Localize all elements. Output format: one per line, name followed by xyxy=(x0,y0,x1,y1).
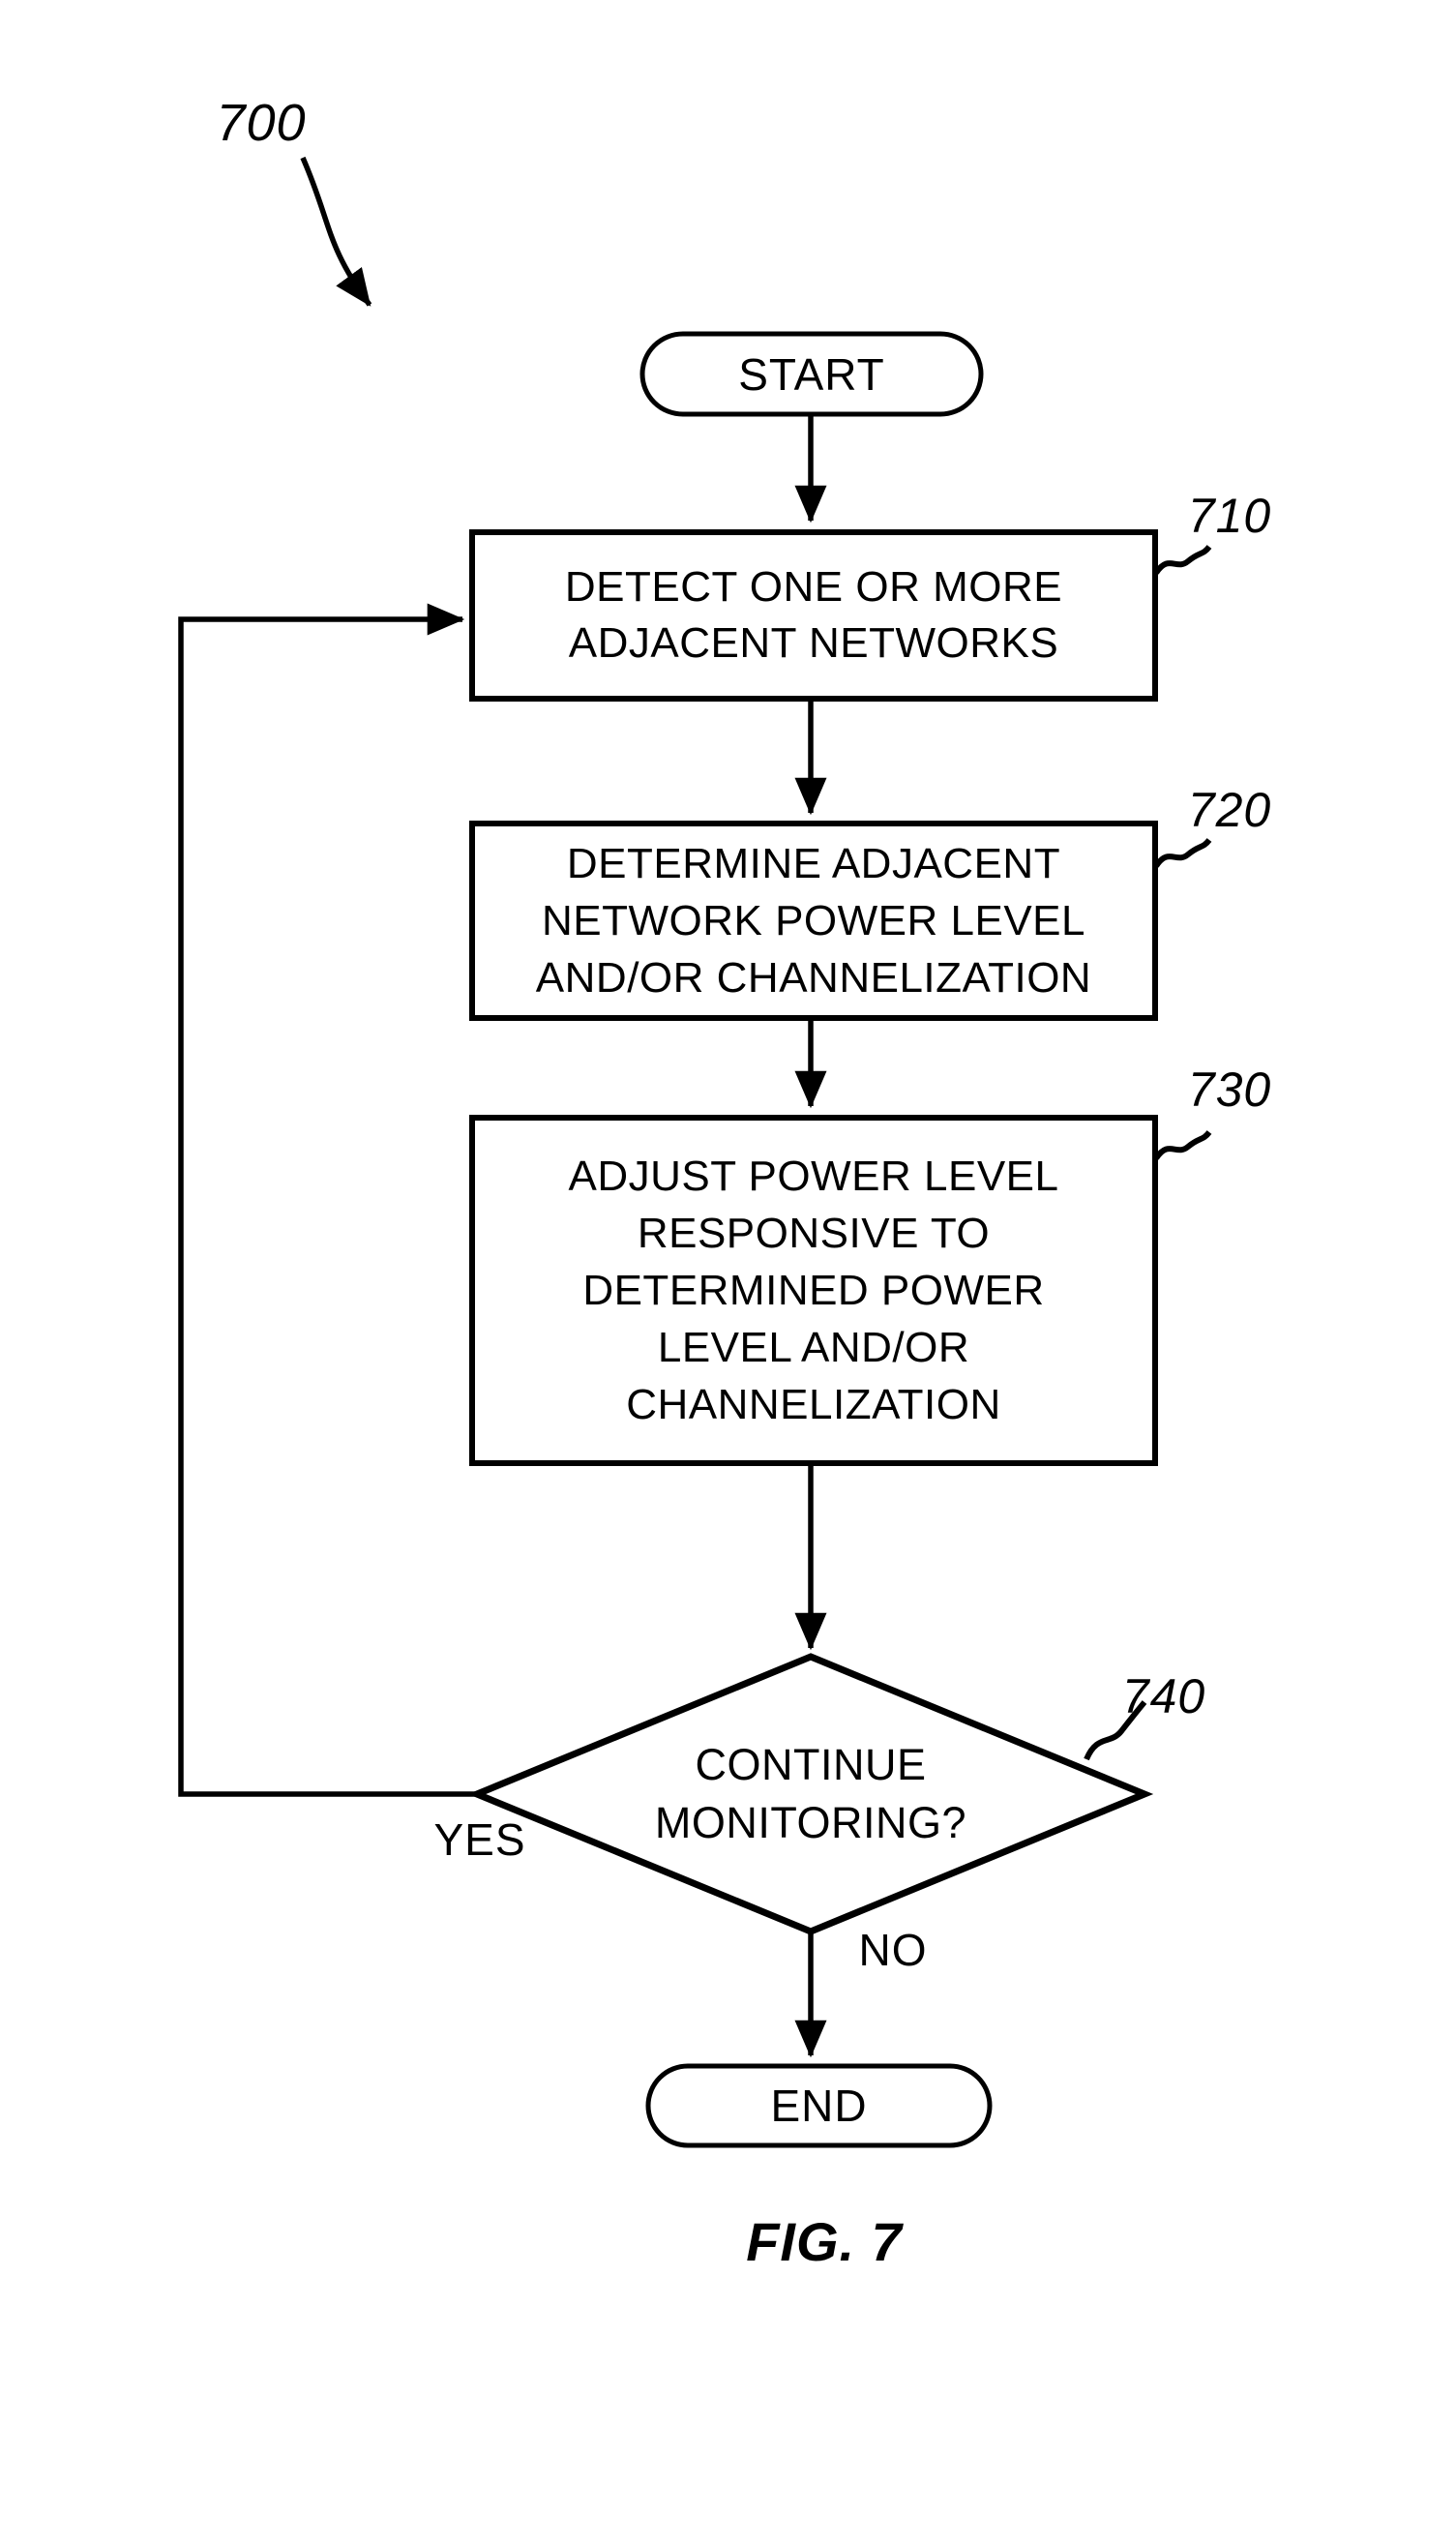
process-determine-line: AND/OR CHANNELIZATION xyxy=(535,954,1092,1002)
process-determine-shape xyxy=(469,821,1158,1021)
ref-connector-710 xyxy=(1153,545,1212,575)
process-determine-line: NETWORK POWER LEVEL xyxy=(541,897,1086,944)
terminator-end-label: END xyxy=(770,2081,868,2131)
branch-yes-label: YES xyxy=(433,1814,526,1865)
decision-continue-line: MONITORING? xyxy=(654,1798,967,1847)
process-adjust-line: DETERMINED POWER xyxy=(582,1267,1045,1314)
process-detect-text: DETECT ONE OR MORE ADJACENT NETWORKS xyxy=(472,532,1155,699)
figure-ref-700: 700 xyxy=(216,94,307,152)
arrow-yes-loop-to-detect xyxy=(178,603,477,1797)
branch-no-label: NO xyxy=(858,1925,928,1975)
process-detect-shape xyxy=(469,529,1158,702)
ref-label-720: 720 xyxy=(1187,783,1272,837)
ref-label-740: 740 xyxy=(1121,1669,1206,1723)
decision-continue-line: CONTINUE xyxy=(695,1740,927,1789)
ref-connector-730 xyxy=(1153,1130,1212,1160)
process-adjust-line: LEVEL AND/OR xyxy=(657,1324,970,1371)
process-adjust-text: ADJUST POWER LEVEL RESPONSIVE TO DETERMI… xyxy=(472,1118,1155,1463)
ref-label-730: 730 xyxy=(1187,1063,1272,1117)
process-determine-line: DETERMINE ADJACENT xyxy=(566,840,1061,887)
process-detect-line: DETECT ONE OR MORE xyxy=(564,563,1063,611)
process-adjust-line: RESPONSIVE TO xyxy=(637,1210,991,1257)
ref-connector-720 xyxy=(1153,838,1212,868)
ref-connector-740 xyxy=(1084,1700,1147,1761)
terminator-start-label: START xyxy=(738,348,885,400)
process-detect-line: ADJACENT NETWORKS xyxy=(568,619,1059,667)
figure-caption: FIG. 7 xyxy=(746,2211,903,2272)
terminator-end-shape xyxy=(645,2063,993,2148)
process-determine-text: DETERMINE ADJACENT NETWORK POWER LEVEL A… xyxy=(472,824,1155,1018)
decision-continue-text: CONTINUE MONITORING? xyxy=(569,1736,1053,1852)
process-adjust-line: CHANNELIZATION xyxy=(626,1381,1001,1428)
ref-label-710: 710 xyxy=(1187,489,1272,543)
process-adjust-line: ADJUST POWER LEVEL xyxy=(568,1153,1059,1200)
figure-ref-pointer-arrow xyxy=(300,156,372,307)
process-adjust-shape xyxy=(469,1115,1158,1466)
terminator-start-shape xyxy=(639,331,984,417)
